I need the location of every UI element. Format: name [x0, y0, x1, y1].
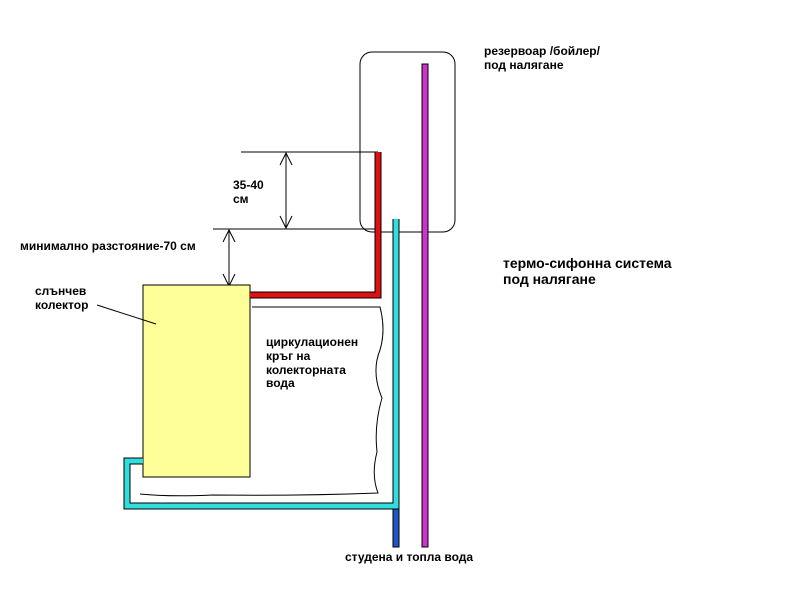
circuit-label-line-2: кръг на: [266, 348, 311, 363]
water-label: студена и топла вода: [345, 550, 474, 564]
height-label: 35-40 см: [233, 178, 264, 207]
circuit-label-line-4: вода: [266, 376, 295, 391]
hot-water-pipe-fill: [250, 152, 381, 298]
height-label-line-1: 35-40: [233, 178, 264, 192]
tank-label: резервоар /бойлер/ под налягане: [484, 44, 600, 73]
boiler-tank: [359, 51, 456, 233]
collector-label-line-2: колектор: [35, 297, 89, 312]
collector-leader-line: [96, 304, 157, 325]
tank-label-line-2: под налягане: [484, 57, 564, 72]
system-title-line-2: под налягане: [503, 271, 596, 288]
circuit-label: циркулационен кръг на колекторната вода: [266, 335, 359, 391]
circuit-label-line-1: циркулационен: [266, 335, 359, 349]
collector-label: слънчев колектор: [35, 284, 89, 313]
height-arrow-bottom-head: [279, 215, 293, 230]
circulation-loop-outline: [139, 306, 384, 497]
mains-water-pipe: [421, 63, 429, 548]
blue-pipe-stub: [392, 508, 400, 548]
tank-label-line-1: резервоар /бойлер/: [484, 44, 600, 58]
height-arrow-top-head: [279, 151, 293, 166]
system-title-line-1: термо-сифонна система: [503, 255, 672, 271]
solar-collector-panel: [142, 284, 251, 478]
collector-label-line-1: слънчев: [35, 284, 87, 298]
cold-return-pipe-fill: [124, 219, 399, 509]
system-title: термо-сифонна система под налягане: [503, 255, 672, 287]
min-distance-arrow-top-head: [222, 228, 236, 243]
height-label-line-2: см: [233, 191, 249, 206]
circuit-label-line-3: колекторната: [266, 362, 346, 377]
min-distance-label: минимално разстояние-70 см: [20, 239, 196, 253]
hot-water-pipe: [250, 152, 382, 299]
